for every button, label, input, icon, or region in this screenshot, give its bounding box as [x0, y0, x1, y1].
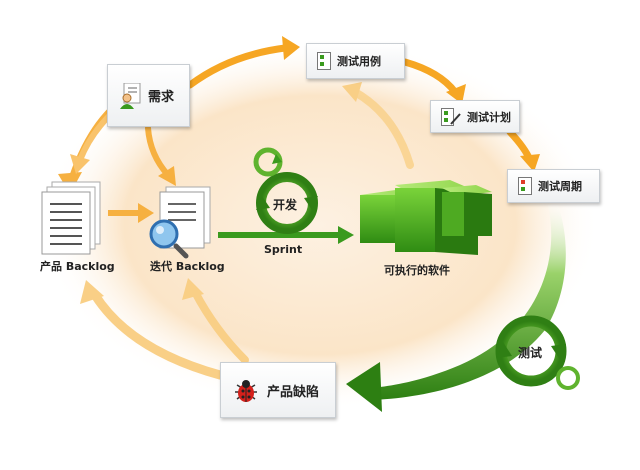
arrowhead-to-testcase — [282, 36, 300, 60]
bug-icon — [233, 377, 259, 403]
test-case-box: 测试用例 — [306, 43, 405, 79]
arrow-testcase-to-testplan — [401, 58, 459, 96]
arrow-software-to-testcase — [351, 88, 414, 169]
test-case-label: 测试用例 — [337, 55, 381, 68]
test-cycle-label: 测试周期 — [538, 180, 582, 193]
testing-label: 测试 — [518, 346, 543, 360]
develop-label: 开发 — [273, 198, 298, 212]
sprint-arrowhead — [338, 226, 354, 244]
iteration-backlog-document-icon — [149, 186, 211, 259]
requirement-box: 需求 — [107, 64, 190, 127]
magnifier-icon — [149, 219, 189, 259]
develop-cycle-icon — [253, 147, 318, 234]
cube-icon — [360, 180, 492, 255]
edit-icon — [441, 107, 461, 126]
arrowhead-to-testcycle — [520, 154, 540, 172]
test-cycle-box: 测试周期 — [507, 169, 600, 203]
arrow-defect-to-iteration — [191, 288, 249, 364]
arrow-requirement-to-testcase — [186, 44, 289, 89]
arrowhead-defect-to-iteration — [182, 278, 204, 300]
iteration-backlog-label: 迭代 Backlog — [150, 260, 225, 273]
arrowhead-to-product-top — [70, 154, 90, 174]
arrowhead-green-to-defect — [346, 362, 382, 412]
executable-software-label: 可执行的软件 — [384, 264, 450, 277]
arrowhead-to-iteration-top — [158, 166, 176, 186]
product-backlog-label: 产品 Backlog — [40, 260, 115, 273]
arrow-defect-to-product — [90, 290, 225, 380]
arrow-testcycle-to-defect — [372, 205, 566, 400]
product-defect-label: 产品缺陷 — [267, 384, 320, 400]
arrowhead-defect-to-product — [80, 280, 104, 304]
arrowhead-software-to-testcase — [342, 82, 362, 102]
sprint-label: Sprint — [264, 243, 303, 256]
requirement-label: 需求 — [148, 90, 175, 105]
arrowhead-product-to-iteration — [138, 203, 154, 223]
sprint-arrow-shaft — [218, 232, 340, 238]
product-defect-box: 产品缺陷 — [220, 362, 336, 418]
product-backlog-document-icon — [41, 181, 101, 255]
arrowhead-to-testplan — [446, 84, 466, 104]
checklist-icon — [518, 177, 532, 195]
user-icon — [120, 82, 142, 109]
test-plan-box: 测试计划 — [430, 100, 520, 133]
arrow-requirement-to-product — [77, 112, 113, 163]
test-plan-label: 测试计划 — [467, 110, 511, 124]
test-cycle-icon — [495, 315, 580, 390]
checklist-icon — [317, 52, 331, 70]
